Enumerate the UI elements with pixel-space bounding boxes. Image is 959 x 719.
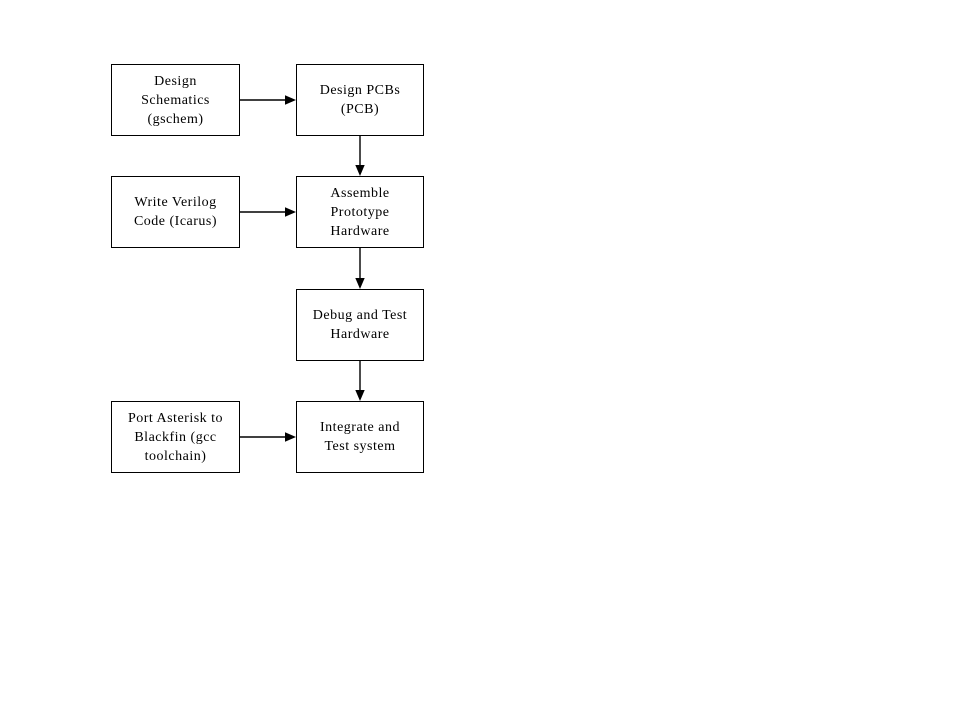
node-write-verilog: Write Verilog Code (Icarus) <box>111 176 240 248</box>
node-label-port-asterisk: Port Asterisk to Blackfin (gcc toolchain… <box>127 410 224 464</box>
edge-write-verilog-to-assemble-prototype <box>240 207 296 217</box>
node-label-assemble-prototype: Assemble Prototype Hardware <box>330 185 390 239</box>
node-label-integrate-test: Integrate and Test system <box>320 420 400 454</box>
node-label-write-verilog: Write Verilog Code (Icarus) <box>133 195 218 229</box>
edge-design-pcbs-to-assemble-prototype <box>355 136 365 176</box>
node-port-asterisk: Port Asterisk to Blackfin (gcc toolchain… <box>111 401 240 473</box>
edge-design-schematics-to-design-pcbs <box>240 95 296 105</box>
node-assemble-prototype: Assemble Prototype Hardware <box>296 176 424 248</box>
edge-port-asterisk-to-integrate-test <box>240 432 296 442</box>
node-design-schematics: Design Schematics (gschem) <box>111 64 240 136</box>
node-label-debug-test-hardware: Debug and Test Hardware <box>312 308 408 342</box>
node-design-pcbs: Design PCBs (PCB) <box>296 64 424 136</box>
node-integrate-test: Integrate and Test system <box>296 401 424 473</box>
node-debug-test-hardware: Debug and Test Hardware <box>296 289 424 361</box>
node-label-design-pcbs: Design PCBs (PCB) <box>319 83 401 117</box>
node-label-design-schematics: Design Schematics (gschem) <box>141 73 210 127</box>
edge-debug-test-hardware-to-integrate-test <box>355 361 365 401</box>
edge-assemble-prototype-to-debug-test-hardware <box>355 248 365 289</box>
